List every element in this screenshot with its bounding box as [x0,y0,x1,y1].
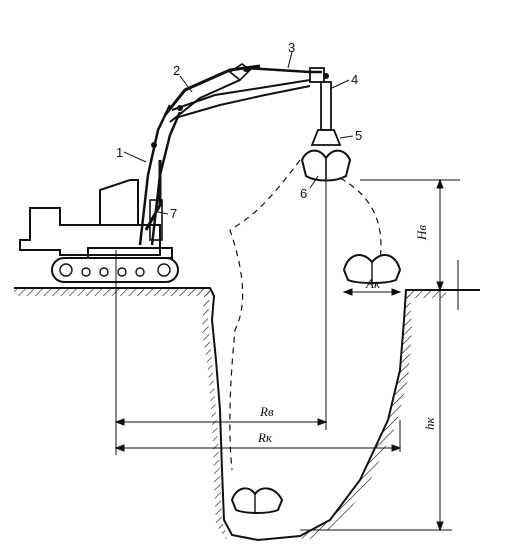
grab-bucket [300,149,352,182]
ground-hatch-left [14,288,210,296]
dim-label-r-k: Rк [257,430,273,445]
pit-wall-hatch-left [202,290,228,542]
label-part-5: 5 [355,128,362,143]
cab [99,179,139,225]
dim-label-h-v: Hв [414,225,429,241]
ground-hatch-right [406,290,446,298]
counterweight [19,207,161,256]
label-part-7: 7 [170,206,177,221]
rod [320,81,332,131]
bucket-bottom [230,487,284,514]
excavator [19,63,352,283]
bucket-open [342,254,402,284]
label-part-4: 4 [351,72,358,87]
label-part-6: 6 [300,186,307,201]
dim-label-r-v: Rв [259,404,274,419]
dim-label-h-k: hк [422,417,437,431]
label-part-3: 3 [288,40,295,55]
grab-head [310,129,342,146]
boom [138,104,172,246]
ground [14,287,480,542]
digging-envelope-right [339,177,382,261]
dim-label-a-k: Aк [365,276,381,291]
label-part-1: 1 [116,145,123,160]
pit-wall-hatch-right [300,292,412,542]
dimension-lines [114,51,470,532]
digging-envelope [229,159,301,471]
label-part-2: 2 [173,63,180,78]
track [51,257,179,283]
